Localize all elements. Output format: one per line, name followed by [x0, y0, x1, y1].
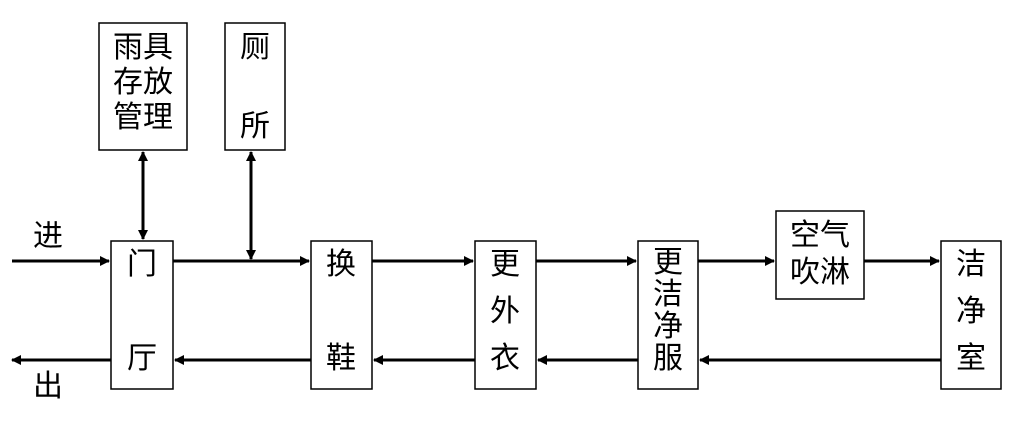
node-change-outer-line-3: 衣	[490, 341, 520, 376]
node-change-outer-line-2: 外	[490, 294, 520, 329]
node-lobby: 门 厅	[110, 240, 174, 390]
node-change-outer: 更 外 衣	[474, 240, 537, 390]
node-clean-room-line-3: 室	[956, 341, 986, 376]
node-change-clean-line-4: 服	[653, 341, 683, 376]
node-change-clean-line-2: 洁	[653, 277, 683, 312]
node-rain-gear-line-3: 管理	[113, 100, 173, 135]
node-rain-gear-line-1: 雨具	[113, 30, 173, 65]
node-toilet-line-2: 所	[240, 109, 270, 144]
node-change-outer-line-1: 更	[490, 247, 520, 282]
enter-label: 进	[33, 219, 63, 254]
node-change-clean: 更 洁 净 服	[637, 240, 699, 390]
node-change-shoes: 换 鞋	[310, 240, 373, 390]
node-lobby-line-2: 厅	[127, 341, 157, 376]
node-clean-room: 洁 净 室	[940, 240, 1002, 390]
node-change-clean-line-1: 更	[653, 245, 683, 280]
node-toilet-line-1: 厕	[240, 30, 270, 65]
node-air-shower-line-2: 吹淋	[790, 255, 850, 290]
node-change-shoes-line-1: 换	[326, 247, 356, 282]
node-clean-room-line-1: 洁	[956, 247, 986, 282]
node-clean-room-line-2: 净	[956, 294, 986, 329]
node-change-clean-line-3: 净	[653, 309, 683, 344]
node-lobby-line-1: 门	[127, 247, 157, 282]
node-rain-gear-line-2: 存放	[113, 65, 173, 100]
node-air-shower-line-1: 空气	[790, 218, 850, 253]
node-change-shoes-line-2: 鞋	[326, 341, 356, 376]
exit-label: 出	[33, 369, 63, 404]
node-rain-gear: 雨具 存放 管理	[98, 22, 188, 151]
node-air-shower: 空气 吹淋	[775, 210, 865, 300]
node-toilet: 厕 所	[224, 22, 286, 151]
